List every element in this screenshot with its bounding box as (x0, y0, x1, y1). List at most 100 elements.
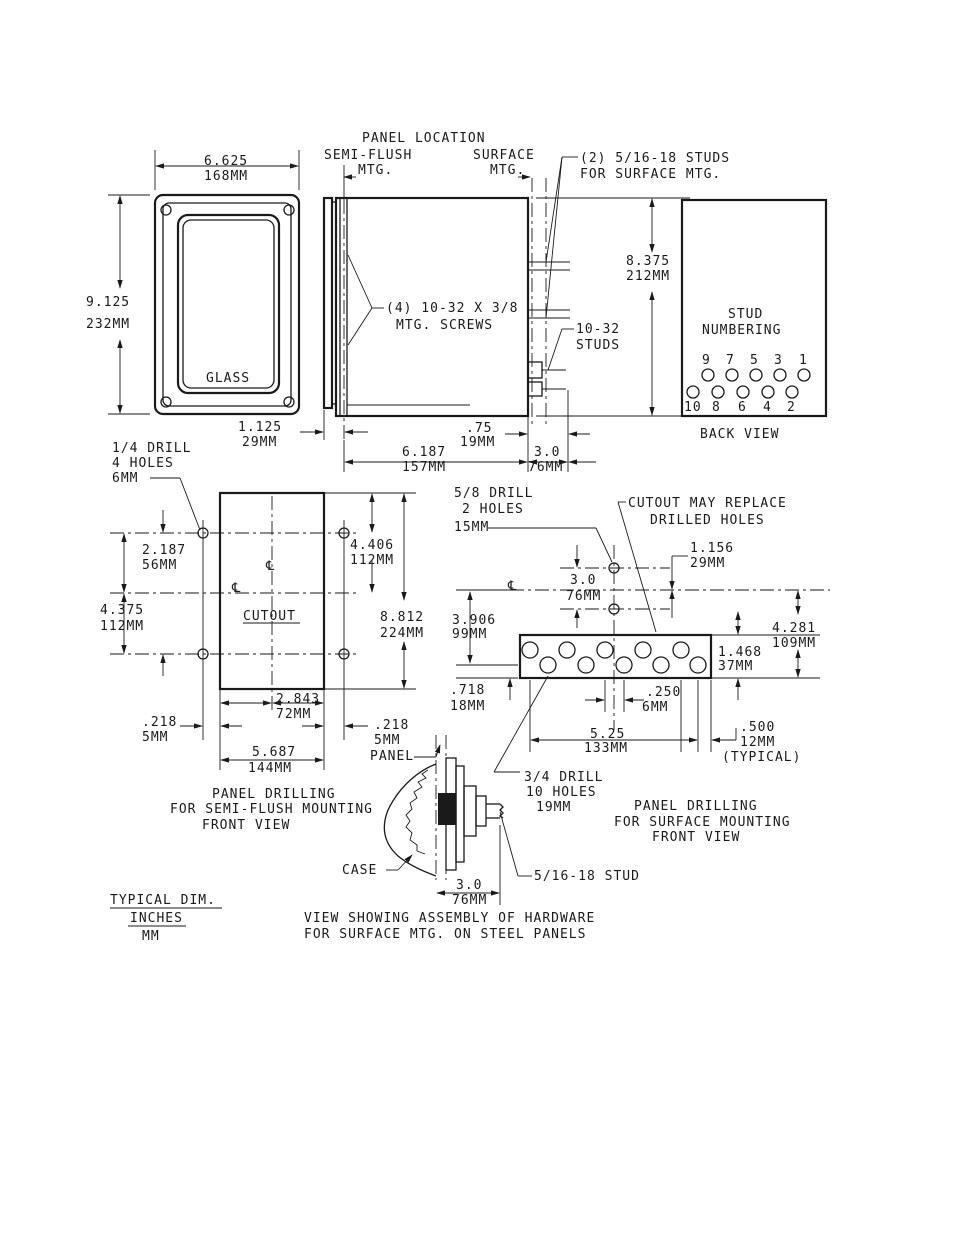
screws-mtg-label: MTG. SCREWS (396, 318, 493, 333)
drill34-mm-label: 19MM (536, 800, 571, 815)
legend-inches: INCHES (130, 911, 183, 926)
rear-in: .75 (466, 421, 492, 436)
top-stud-row: 9 7 5 3 1 (701, 353, 811, 382)
depth-in: 6.187 (402, 445, 446, 460)
semi-flush-drilling: 1/4 DRILL 4 HOLES 6MM ℄ ℄ CUTOUT 2.187 5… (100, 441, 424, 833)
drill-holes-label: 2 HOLES (462, 502, 524, 517)
semi-flush-label: SEMI-FLUSH (324, 148, 412, 163)
total-mm: 109MM (772, 636, 816, 651)
bottom-in: .718 (450, 683, 485, 698)
bottom-stud-row: 10 8 6 4 2 (684, 385, 799, 415)
studs-1032-studs-label: STUDS (576, 338, 620, 353)
stud-in: 3.0 (570, 573, 596, 588)
panel-label: PANEL (370, 749, 414, 764)
half-in: 2.187 (142, 543, 186, 558)
back-view-caption: BACK VIEW (700, 427, 779, 442)
assembly-dim-in: 3.0 (456, 878, 482, 893)
height-mm: 224MM (380, 626, 424, 641)
stud-number: 3 (774, 353, 783, 368)
height-in: 8.812 (380, 610, 424, 625)
right-in: 4.406 (350, 538, 394, 553)
row-in: 1.468 (718, 645, 762, 660)
width-mm: 144MM (248, 761, 292, 776)
assembly-caption-2: FOR SURFACE MTG. ON STEEL PANELS (304, 927, 586, 942)
right-offset-in: .218 (374, 718, 409, 733)
drill-label: 5/8 DRILL (454, 486, 533, 501)
center-in: 2.843 (276, 692, 320, 707)
cutout-note-2: DRILLED HOLES (650, 513, 765, 528)
stud-mm: 76MM (528, 460, 563, 475)
assembly-dim-mm: 76MM (452, 893, 487, 908)
assembly-caption-1: VIEW SHOWING ASSEMBLY OF HARDWARE (304, 911, 595, 926)
front-width-in: 6.625 (204, 154, 248, 169)
legend-title: TYPICAL DIM. (110, 893, 216, 908)
studs-label: (2) 5/16-18 STUDS (580, 151, 730, 166)
stud-number: 7 (726, 353, 735, 368)
dimension-legend: TYPICAL DIM. INCHES MM (110, 893, 222, 944)
left-offset-mm: 5MM (142, 730, 168, 745)
right-mm: 112MM (350, 553, 394, 568)
left-offset-in: .218 (142, 715, 177, 730)
side-height-mm: 212MM (626, 269, 670, 284)
stud-number: 10 (684, 400, 702, 415)
semi-flush-caption-2: FOR SEMI-FLUSH MOUNTING (170, 802, 373, 817)
offset-mm: 29MM (690, 556, 725, 571)
center-mm: 72MM (276, 707, 311, 722)
stud-label: 5/16-18 STUD (534, 869, 640, 884)
stud-number: 5 (750, 353, 759, 368)
stud-numbering-title: STUD (728, 307, 763, 322)
stud-number: 4 (763, 400, 772, 415)
edge-note: (TYPICAL) (722, 750, 801, 765)
cutout-note-1: CUTOUT MAY REPLACE (628, 496, 787, 511)
row-mm: 37MM (718, 659, 753, 674)
pitch-mm: 112MM (100, 619, 144, 634)
stud-number: 8 (712, 400, 721, 415)
stud-number: 2 (787, 400, 796, 415)
pitch-in: .250 (646, 685, 681, 700)
bottom-hole-row (539, 656, 707, 674)
surface-caption-3: FRONT VIEW (652, 830, 740, 845)
half-mm: 56MM (142, 558, 177, 573)
top-hole-row (521, 641, 690, 659)
drill-mm-label: 15MM (454, 520, 489, 535)
centerline-symbol: ℄ (265, 559, 275, 574)
semi-flush-caption-1: PANEL DRILLING (212, 787, 336, 802)
surface-caption-2: FOR SURFACE MOUNTING (614, 815, 791, 830)
surface-drilling: 5/8 DRILL 2 HOLES 15MM CUTOUT MAY REPLAC… (450, 486, 830, 845)
total-in: 4.281 (772, 621, 816, 636)
centerline-symbol: ℄ (507, 579, 517, 594)
legend-mm: MM (142, 929, 160, 944)
surface-mtg-label: MTG. (490, 163, 525, 178)
centerline-symbol: ℄ (231, 581, 241, 596)
width-in: 5.687 (252, 745, 296, 760)
side-height-in: 8.375 (626, 254, 670, 269)
front-view: GLASS 6.625 168MM 9.125 232MM (86, 150, 301, 416)
stud-numbering-subtitle: NUMBERING (702, 323, 781, 338)
studs-1032-label: 10-32 (576, 322, 620, 337)
stud-in: 3.0 (534, 445, 560, 460)
surface-label: SURFACE (473, 148, 535, 163)
bottom-mm: 18MM (450, 699, 485, 714)
stud-number: 1 (799, 353, 808, 368)
side-view: PANEL LOCATION SEMI-FLUSH MTG. SURFACE M… (238, 131, 730, 475)
studs-for-label: FOR SURFACE MTG. (580, 167, 721, 182)
edge-in: .500 (740, 720, 775, 735)
span-in: 5.25 (590, 727, 625, 742)
top-mm: 99MM (452, 627, 487, 642)
back-view: STUD NUMBERING 9 7 5 3 1 10 8 6 4 2 BACK… (680, 198, 828, 442)
assembly-view: PANEL CASE 5/16-18 STUD 3.0 76MM VIEW SH… (304, 735, 640, 942)
stud-mm: 76MM (566, 589, 601, 604)
stud-number: 6 (738, 400, 747, 415)
screws-label: (4) 10-32 X 3/8 (386, 301, 518, 316)
semi-flush-mtg-label: MTG. (358, 163, 393, 178)
drill34-label: 3/4 DRILL (524, 770, 603, 785)
edge-mm: 12MM (740, 735, 775, 750)
flange-in: 1.125 (238, 420, 282, 435)
drill-label: 1/4 DRILL (112, 441, 191, 456)
top-in: 3.906 (452, 613, 496, 628)
drill-holes-label: 4 HOLES (112, 456, 174, 471)
front-height-in: 9.125 (86, 295, 130, 310)
glass-label: GLASS (206, 371, 250, 386)
flange-mm: 29MM (242, 435, 277, 450)
